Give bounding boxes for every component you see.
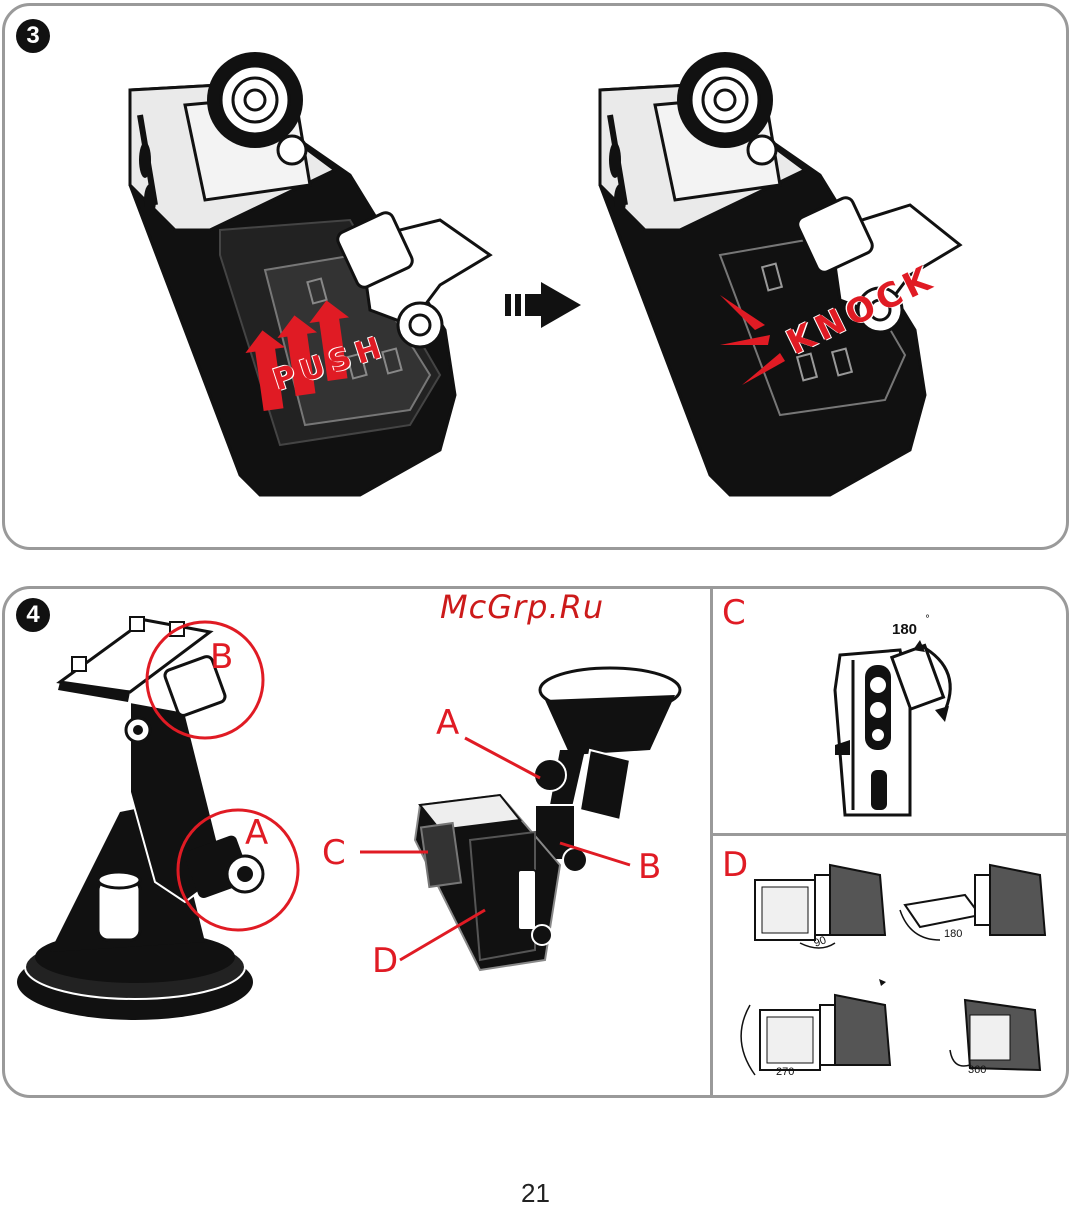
- camera-push-illustration: [110, 55, 510, 500]
- camera-on-mount-illustration: [320, 660, 700, 980]
- rotation-270-label: 270: [776, 1066, 794, 1078]
- camera-callout-c: C: [322, 836, 346, 870]
- camera-callout-d: D: [372, 944, 398, 978]
- next-arrow-icon: [505, 280, 585, 330]
- mount-callout-a: A: [245, 816, 268, 850]
- page-number: 21: [0, 1178, 1071, 1209]
- camera-callout-b: B: [638, 850, 661, 884]
- step-3-badge: 3: [16, 19, 50, 53]
- mount-callout-b: B: [210, 640, 233, 674]
- rotation-180-d-label: 180: [944, 928, 962, 940]
- degree-symbol: °: [925, 614, 930, 625]
- panel-c-label: C: [722, 596, 746, 630]
- panel-d-label: D: [722, 848, 748, 882]
- lens-rotation-180-illustration: [825, 630, 965, 820]
- screen-rotation-360-illustration: [945, 990, 1055, 1085]
- screen-rotation-270-illustration: [735, 985, 895, 1085]
- panel-divider-vertical: [710, 588, 713, 1096]
- rotation-360-label: 360: [968, 1064, 986, 1076]
- screen-rotation-180-illustration: [895, 855, 1055, 950]
- panel-divider-horizontal: [712, 833, 1067, 836]
- rotation-180-label: 180: [892, 621, 917, 638]
- small-arrow-icon: [878, 978, 888, 988]
- camera-callout-a: A: [436, 706, 459, 740]
- watermark: McGrp.Ru: [440, 588, 604, 626]
